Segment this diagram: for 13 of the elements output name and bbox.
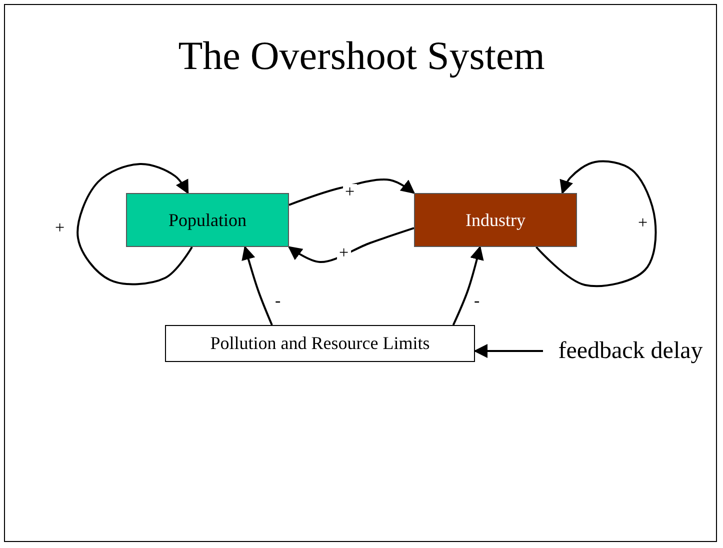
feedback-arrow bbox=[536, 160, 657, 288]
feedback-arrow bbox=[242, 246, 273, 326]
feedback-arrow bbox=[452, 246, 484, 326]
feedback-arrow bbox=[288, 227, 414, 263]
stock-box: Industry bbox=[414, 193, 577, 247]
feedback-arrow bbox=[76, 163, 193, 286]
constraint-box: Pollution and Resource Limits bbox=[165, 325, 475, 362]
polarity-label: + bbox=[337, 245, 351, 261]
feedback-arrow bbox=[474, 344, 543, 358]
feedback-arrow bbox=[288, 178, 416, 206]
annotation-text: feedback delay bbox=[543, 336, 718, 366]
slide-title: The Overshoot System bbox=[177, 32, 546, 79]
stock-box: Population bbox=[126, 193, 289, 247]
